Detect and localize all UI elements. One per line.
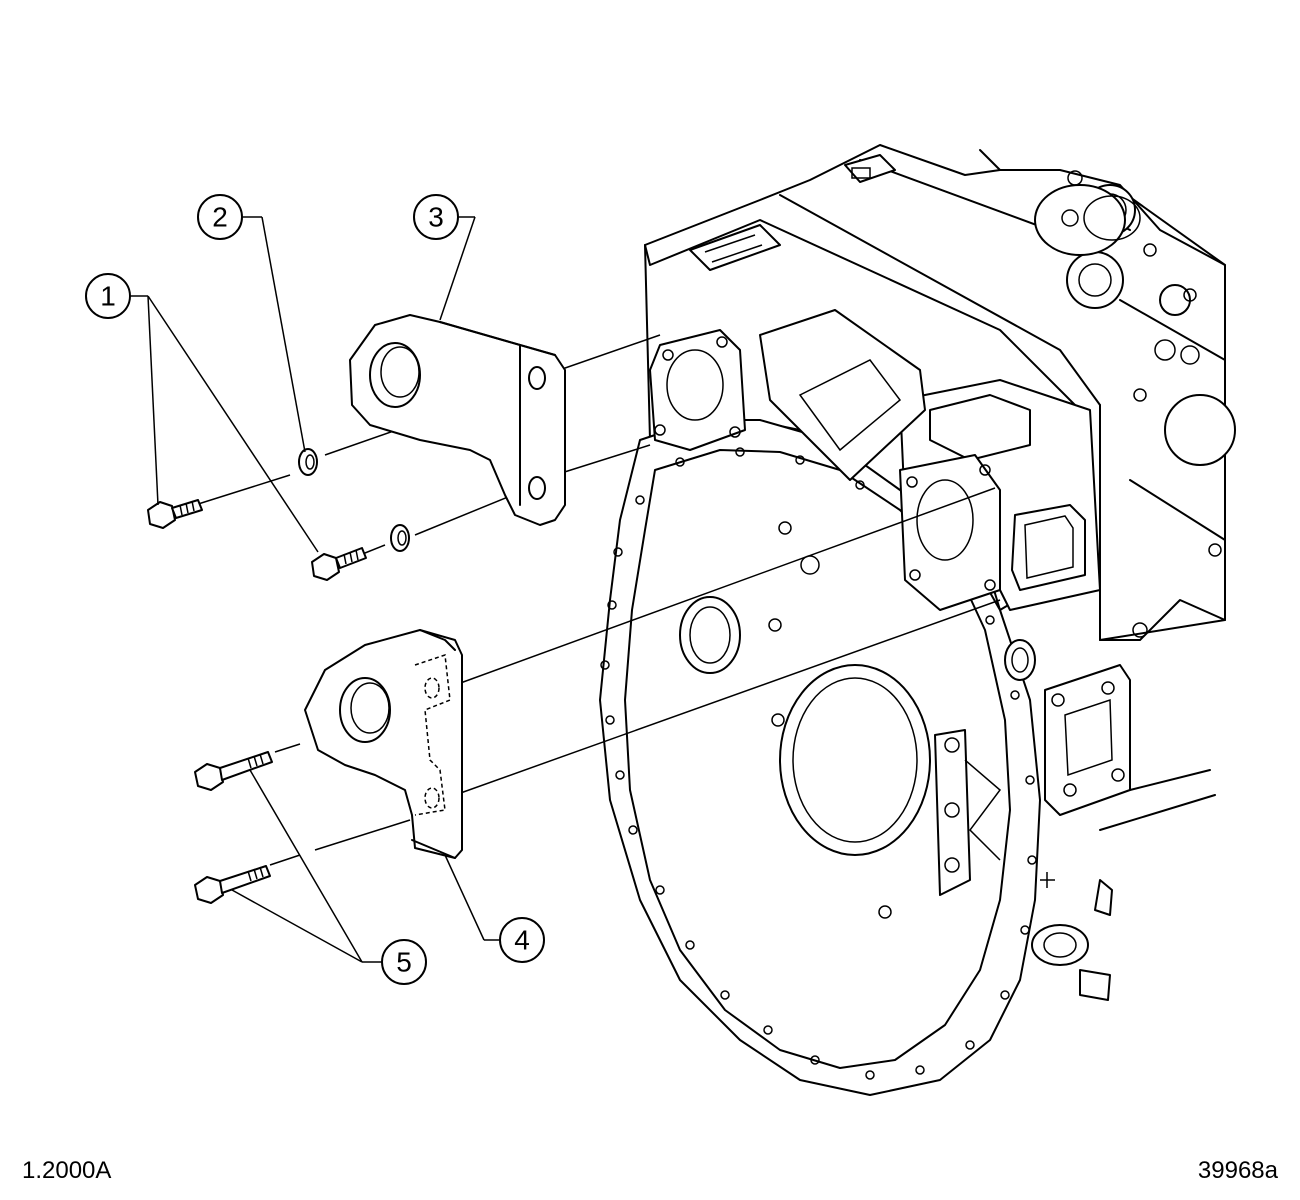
callout-3: 3 bbox=[413, 194, 459, 240]
callout-label: 3 bbox=[428, 202, 444, 233]
callout-label: 5 bbox=[396, 947, 412, 978]
callout-circle bbox=[413, 194, 459, 240]
figure-code-right: 39968a bbox=[1197, 1157, 1278, 1184]
callout-circle bbox=[499, 917, 545, 963]
callout-label: 4 bbox=[514, 925, 530, 956]
bolt-5b bbox=[194, 865, 271, 904]
leader-lines bbox=[130, 216, 500, 963]
upper-lifting-bracket bbox=[349, 314, 566, 526]
flywheel-housing bbox=[599, 309, 1113, 1096]
washers bbox=[298, 448, 410, 552]
long-bolts bbox=[194, 751, 273, 904]
housing-bolt-holes bbox=[600, 447, 1037, 1080]
figure-code-left: 1.2000A bbox=[22, 1157, 112, 1184]
callout-label: 2 bbox=[212, 202, 228, 233]
callout-circle bbox=[85, 273, 131, 319]
bolt-5a bbox=[194, 751, 273, 791]
bolt-1a bbox=[147, 499, 203, 529]
callout-2: 2 bbox=[197, 194, 243, 240]
callout-circle bbox=[381, 939, 427, 985]
callout-1: 1 bbox=[85, 273, 131, 319]
callout-5: 5 bbox=[381, 939, 427, 985]
callout-label: 1 bbox=[100, 281, 116, 312]
callout-4: 4 bbox=[499, 917, 545, 963]
callout-circle bbox=[197, 194, 243, 240]
short-bolts bbox=[147, 499, 367, 581]
bolt-1b bbox=[311, 547, 367, 581]
lower-lifting-bracket bbox=[304, 629, 463, 859]
